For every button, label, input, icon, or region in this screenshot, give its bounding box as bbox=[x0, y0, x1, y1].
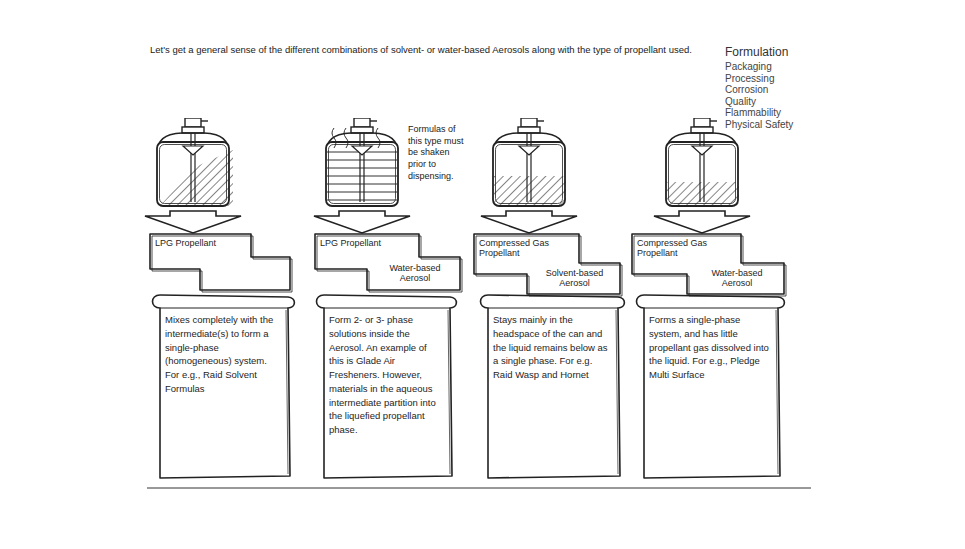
aerosol-can-4 bbox=[666, 118, 739, 206]
scroll-shadow-line bbox=[616, 310, 618, 474]
scroll-box: Stays mainly in the headspace of the can… bbox=[476, 292, 630, 482]
propellant-label: Compressed Gas Propellant bbox=[637, 238, 736, 259]
step-outline-shadow bbox=[634, 236, 786, 296]
list-label: Flammability bbox=[725, 107, 845, 119]
aerosol-type-label: Water-based Aerosol bbox=[696, 268, 778, 289]
step-label-box: LPG PropellantWater-based Aerosol bbox=[315, 234, 460, 290]
step-outline-shadow bbox=[476, 236, 622, 296]
aerosol-can-1 bbox=[157, 118, 233, 206]
aerosol-type-label: Solvent-based Aerosol bbox=[535, 268, 614, 289]
step-outline-line bbox=[474, 234, 620, 294]
scroll-box: Forms a single-phase system, and has lit… bbox=[632, 292, 790, 482]
scroll-shadow-line bbox=[776, 310, 778, 474]
propellant-label: LPG Propellant bbox=[320, 238, 414, 248]
scroll-outline-line bbox=[317, 295, 457, 478]
rule-line bbox=[147, 488, 811, 489]
scroll-shadow-line bbox=[286, 310, 288, 474]
step-outline-line bbox=[632, 234, 784, 294]
propellant-label: Compressed Gas Propellant bbox=[479, 238, 574, 259]
step-outline-line bbox=[315, 234, 460, 290]
list-label: Formulation bbox=[725, 46, 845, 60]
scroll-outline-line bbox=[481, 295, 625, 478]
down-arrows bbox=[145, 211, 750, 233]
step-outline-shadow bbox=[152, 236, 292, 292]
step-label-box: Compressed Gas PropellantWater-based Aer… bbox=[632, 234, 784, 294]
scroll-fold-line bbox=[324, 308, 450, 309]
step-label-box: LPG Propellant bbox=[150, 234, 290, 290]
scroll-fold-line bbox=[160, 308, 288, 309]
scroll-fold-line bbox=[644, 308, 778, 309]
scroll-box: Form 2- or 3- phase solutions inside the… bbox=[312, 292, 462, 482]
list-label: Corrosion bbox=[725, 84, 845, 96]
step-outline-line bbox=[150, 234, 290, 290]
description-text: Stays mainly in the headspace of the can… bbox=[493, 313, 611, 382]
aerosol-type-label: Water-based Aerosol bbox=[376, 263, 454, 284]
propellant-label: LPG Propellant bbox=[155, 238, 246, 248]
description-text: Forms a single-phase system, and has lit… bbox=[649, 313, 771, 382]
aerosol-can-3 bbox=[493, 118, 566, 206]
scroll-box: Mixes completely with the intermediate(s… bbox=[148, 292, 300, 482]
description-text: Mixes completely with the intermediate(s… bbox=[165, 313, 281, 396]
note-text: Formulas of this type must be shaken pri… bbox=[408, 124, 470, 182]
scroll-outline-line bbox=[637, 295, 785, 478]
scroll-outline-line bbox=[153, 295, 295, 478]
step-label-box: Compressed Gas PropellantSolvent-based A… bbox=[474, 234, 620, 294]
scroll-shadow-line bbox=[448, 310, 450, 474]
list-label: Processing bbox=[725, 73, 845, 85]
list-label: Packaging bbox=[725, 61, 845, 73]
description-text: Form 2- or 3- phase solutions inside the… bbox=[329, 313, 443, 437]
aerosol-can-2 bbox=[326, 118, 398, 206]
heading-text: Let's get a general sense of the differe… bbox=[150, 44, 725, 55]
list-label: Physical Safety bbox=[725, 119, 845, 131]
list-label: Quality bbox=[725, 96, 845, 108]
scroll-fold-line bbox=[488, 308, 618, 309]
step-outline-shadow bbox=[317, 236, 462, 292]
